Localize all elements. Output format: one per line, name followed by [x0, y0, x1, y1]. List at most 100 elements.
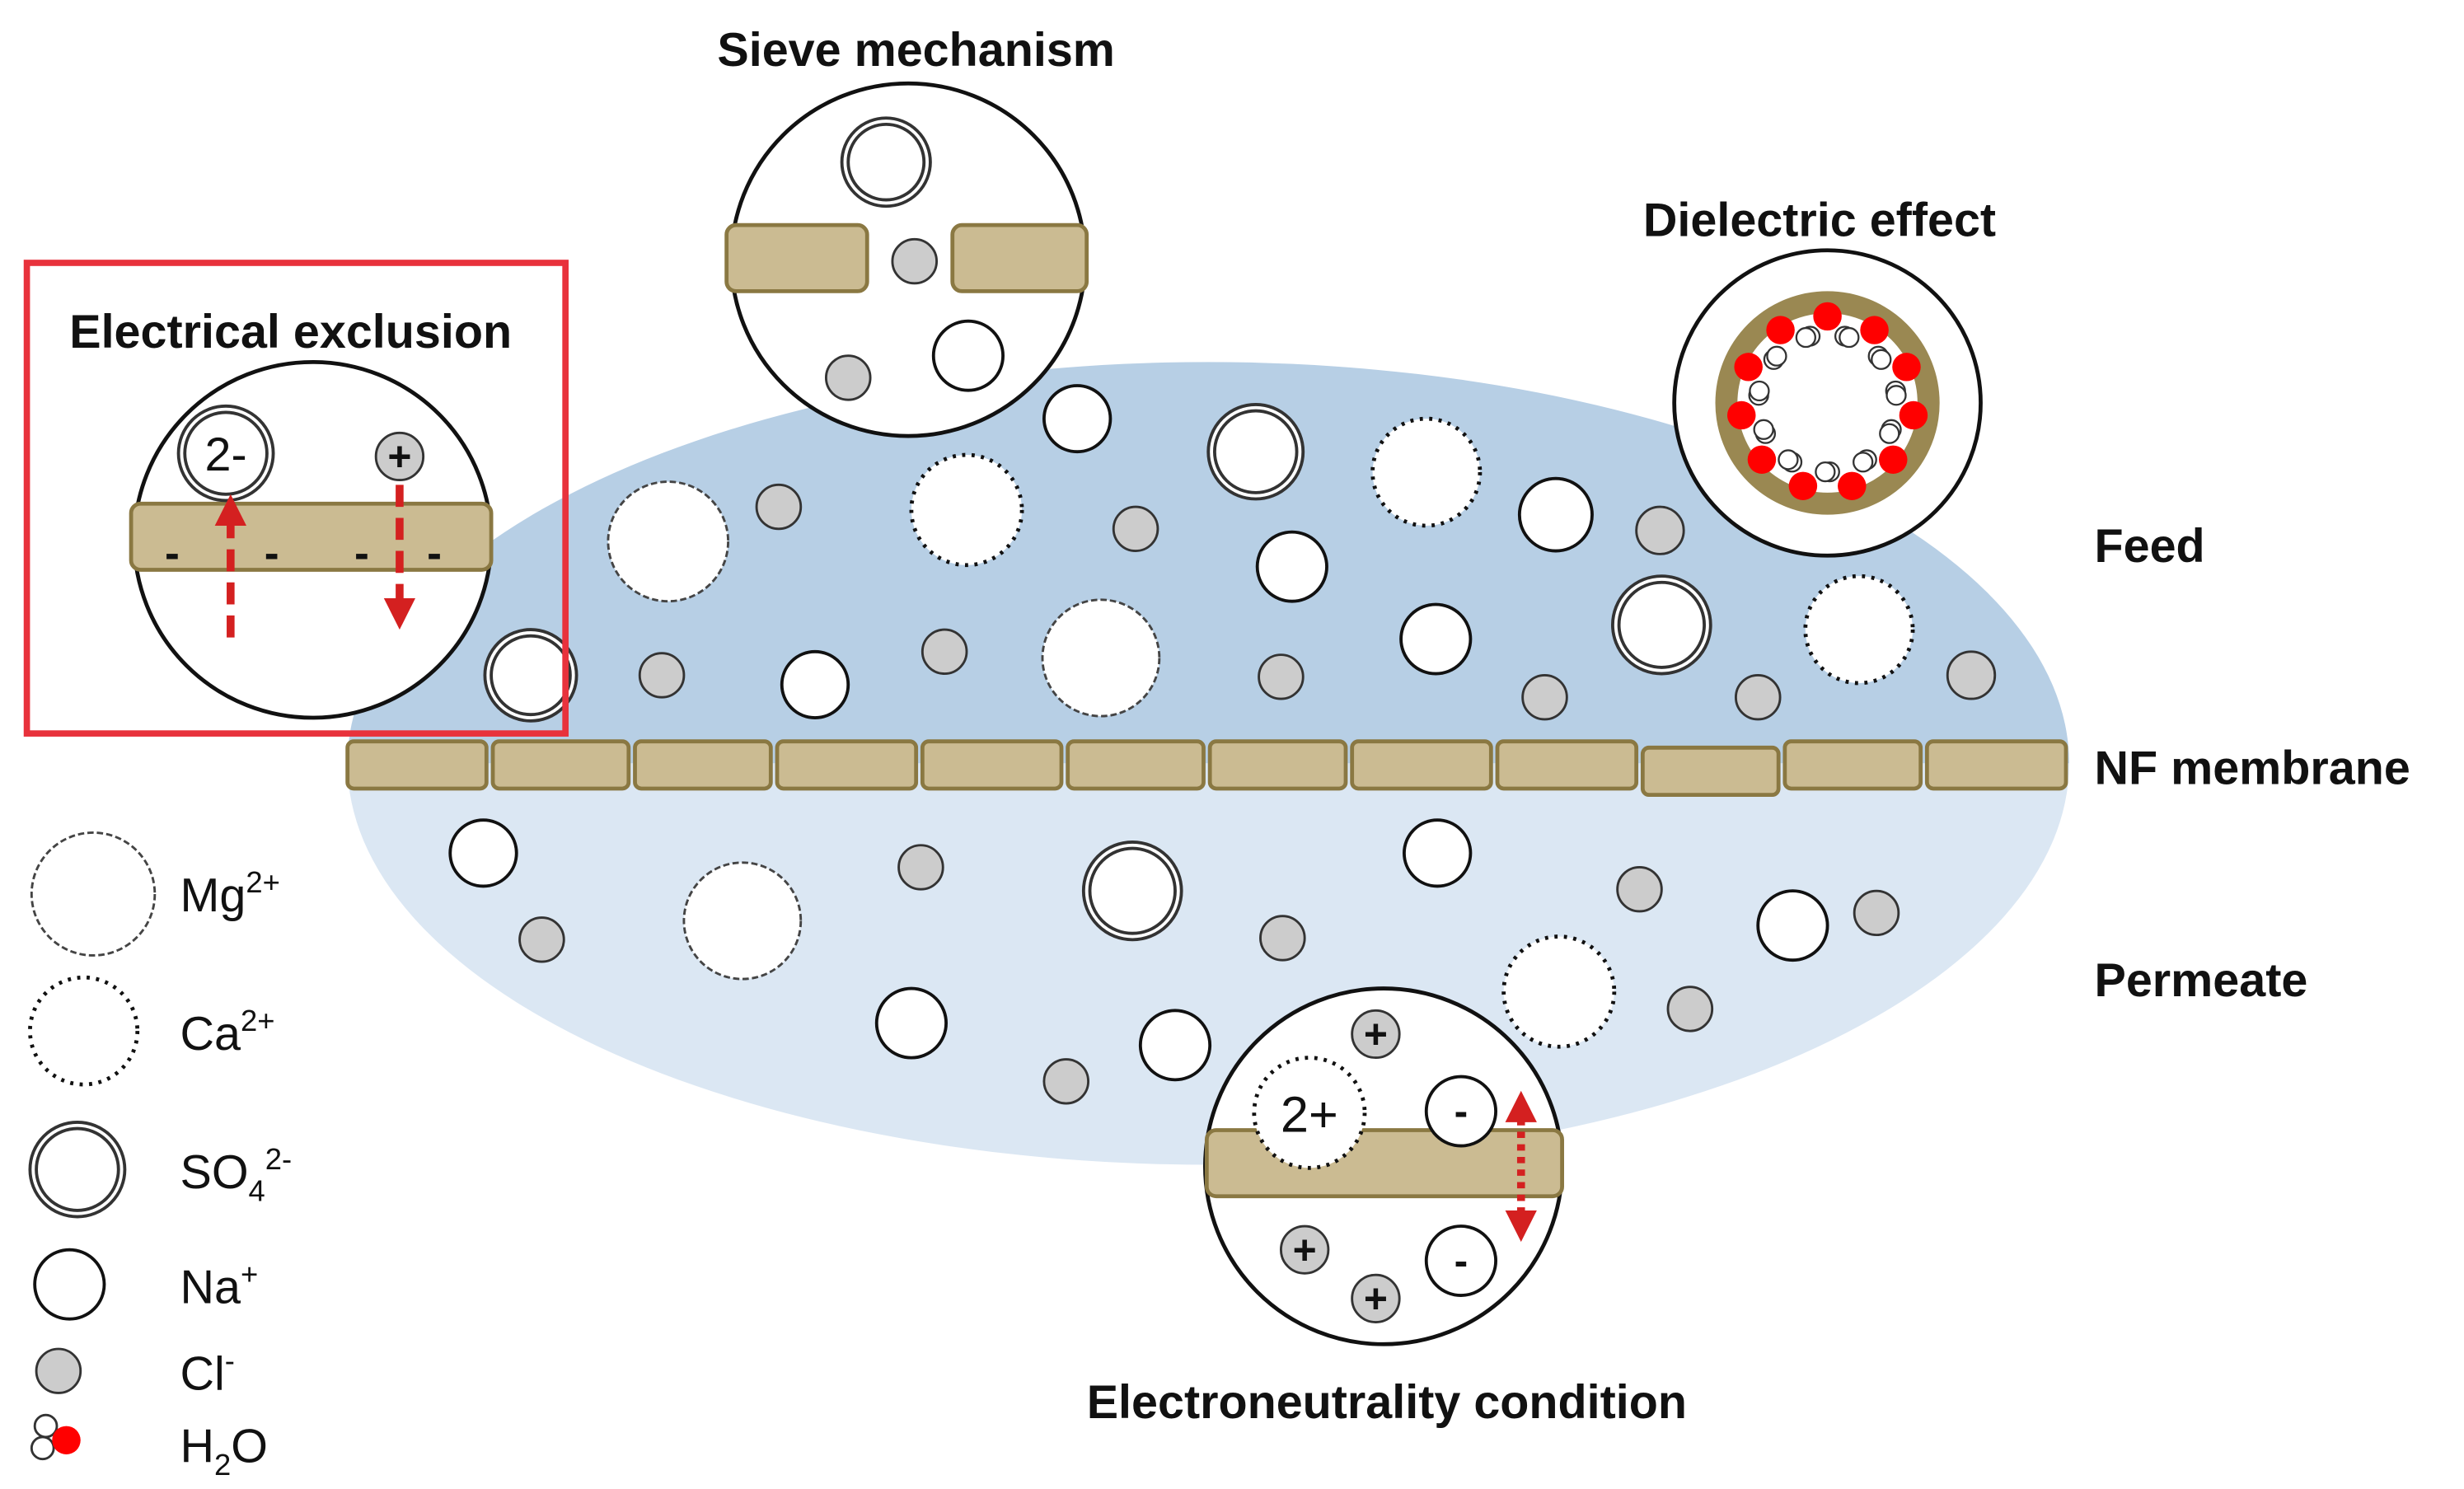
membrane-segment — [1066, 739, 1206, 791]
membrane-label: NF membrane — [2094, 742, 2410, 794]
water-oxygen — [1899, 400, 1928, 430]
cl-ion — [1734, 674, 1782, 721]
membrane-segment — [1495, 739, 1639, 791]
na-ion — [1042, 384, 1113, 454]
legend-so4-label: SO42- — [180, 1142, 293, 1207]
surface-charge: - — [354, 530, 369, 578]
legend-cl-symbol — [35, 1347, 82, 1394]
legend-h2o-symbol — [30, 1413, 81, 1461]
cl-ion — [1616, 866, 1663, 913]
electroneutrality-inset: 2+ - + + + - Electroneutrality condition — [1087, 986, 1687, 1429]
na-ion — [1403, 818, 1473, 888]
pore-wall-left — [724, 222, 869, 293]
mg-ion — [682, 861, 803, 981]
na-ion — [874, 986, 948, 1060]
water-oxygen — [1813, 302, 1842, 331]
na-ion — [780, 649, 850, 719]
permeate-ions — [448, 818, 1900, 1105]
membrane-segment — [633, 739, 773, 791]
so4-ion-inner — [846, 122, 926, 202]
water-hydrogen — [1766, 345, 1787, 367]
surface-charge: - — [165, 530, 180, 578]
na-ion — [1399, 602, 1473, 676]
cl-ion — [891, 237, 939, 285]
water-hydrogen — [1853, 452, 1874, 473]
na-ion — [1517, 476, 1594, 553]
so4-ion-inner — [1213, 409, 1299, 494]
water-oxygen — [1860, 316, 1889, 344]
legend-ca-label: Ca2+ — [180, 1004, 275, 1061]
ca-ion — [1370, 416, 1483, 528]
cl-ion — [755, 483, 803, 531]
water-molecule — [1839, 316, 1889, 367]
sieve-title: Sieve mechanism — [717, 24, 1115, 77]
legend-na-label: Na+ — [180, 1257, 259, 1314]
cl-ion — [1258, 653, 1305, 700]
so4-ion — [483, 628, 579, 723]
membrane-segment — [345, 739, 489, 791]
so4-ion-inner — [1088, 846, 1177, 935]
water-hydrogen — [1795, 326, 1816, 349]
ca-ion — [1803, 574, 1915, 686]
cation — [1351, 1009, 1401, 1060]
highlight-box — [23, 260, 569, 737]
anion — [1424, 1224, 1497, 1297]
cl-ion — [920, 628, 968, 675]
membrane-segment — [1924, 739, 2068, 791]
legend-mg-label: Mg2+ — [180, 865, 280, 922]
legend-so4-symbol — [28, 1121, 127, 1219]
water-hydrogen — [1815, 461, 1836, 483]
water-hydrogen — [1871, 349, 1892, 370]
surface-charge: - — [427, 530, 442, 578]
divalent-cation — [1252, 1056, 1367, 1170]
water-hydrogen — [1879, 423, 1900, 444]
cl-ion — [824, 354, 872, 401]
mg-ion — [1041, 598, 1161, 718]
side-labels: Feed NF membrane Permeate — [2094, 520, 2410, 1007]
water-oxygen — [1726, 400, 1756, 430]
dielectric-title: Dielectric effect — [1643, 194, 1996, 247]
membrane-slab — [1204, 1128, 1564, 1199]
water-hydrogen — [1749, 380, 1770, 402]
na-ion — [931, 319, 1005, 392]
anion-minus-sign: - — [1455, 1238, 1469, 1284]
cl-ion — [1853, 889, 1900, 937]
cl-ion — [1112, 505, 1159, 552]
ca-ion — [909, 452, 1024, 568]
cl-ion — [1946, 650, 1997, 700]
sieve-inset: Sieve mechanism — [717, 24, 1115, 438]
legend-h2o-label: H2O — [180, 1421, 268, 1482]
water-oxygen — [1879, 445, 1908, 474]
so4-ion — [1611, 574, 1712, 676]
water-oxygen — [1747, 445, 1777, 474]
legend-mg-symbol — [30, 831, 157, 957]
membrane-segment — [490, 739, 631, 791]
surface-charge: - — [265, 530, 279, 578]
nf-membrane — [345, 739, 2068, 798]
membrane-segment — [1350, 739, 1493, 791]
cation-plus-sign: + — [1364, 1276, 1388, 1322]
na-ion — [1138, 1009, 1212, 1082]
dielectric-inset: Dielectric effect — [1643, 194, 1996, 558]
anion — [1424, 1075, 1497, 1148]
permeate-label: Permeate — [2094, 954, 2307, 1007]
so4-ion — [840, 116, 932, 208]
na-ion — [1756, 889, 1829, 962]
water-molecule — [1881, 385, 1928, 440]
cation — [1279, 1224, 1330, 1275]
water-hydrogen — [1778, 449, 1799, 471]
cl-ion — [1259, 915, 1306, 962]
ca-ion — [1501, 934, 1617, 1049]
cl-ion — [897, 844, 944, 891]
cation-plus-sign: + — [387, 433, 411, 480]
membrane-segment — [775, 739, 919, 791]
cl-ion — [638, 652, 686, 699]
water-molecules — [1726, 302, 1928, 500]
cl-ion — [1042, 1058, 1090, 1105]
membrane-segment — [920, 739, 1064, 791]
legend-ca-symbol — [28, 975, 140, 1087]
permeate-region — [347, 763, 2069, 1165]
water-hydrogen — [1839, 326, 1860, 349]
cation-charge-label: 2+ — [1281, 1086, 1338, 1142]
water-oxygen — [1892, 353, 1921, 382]
